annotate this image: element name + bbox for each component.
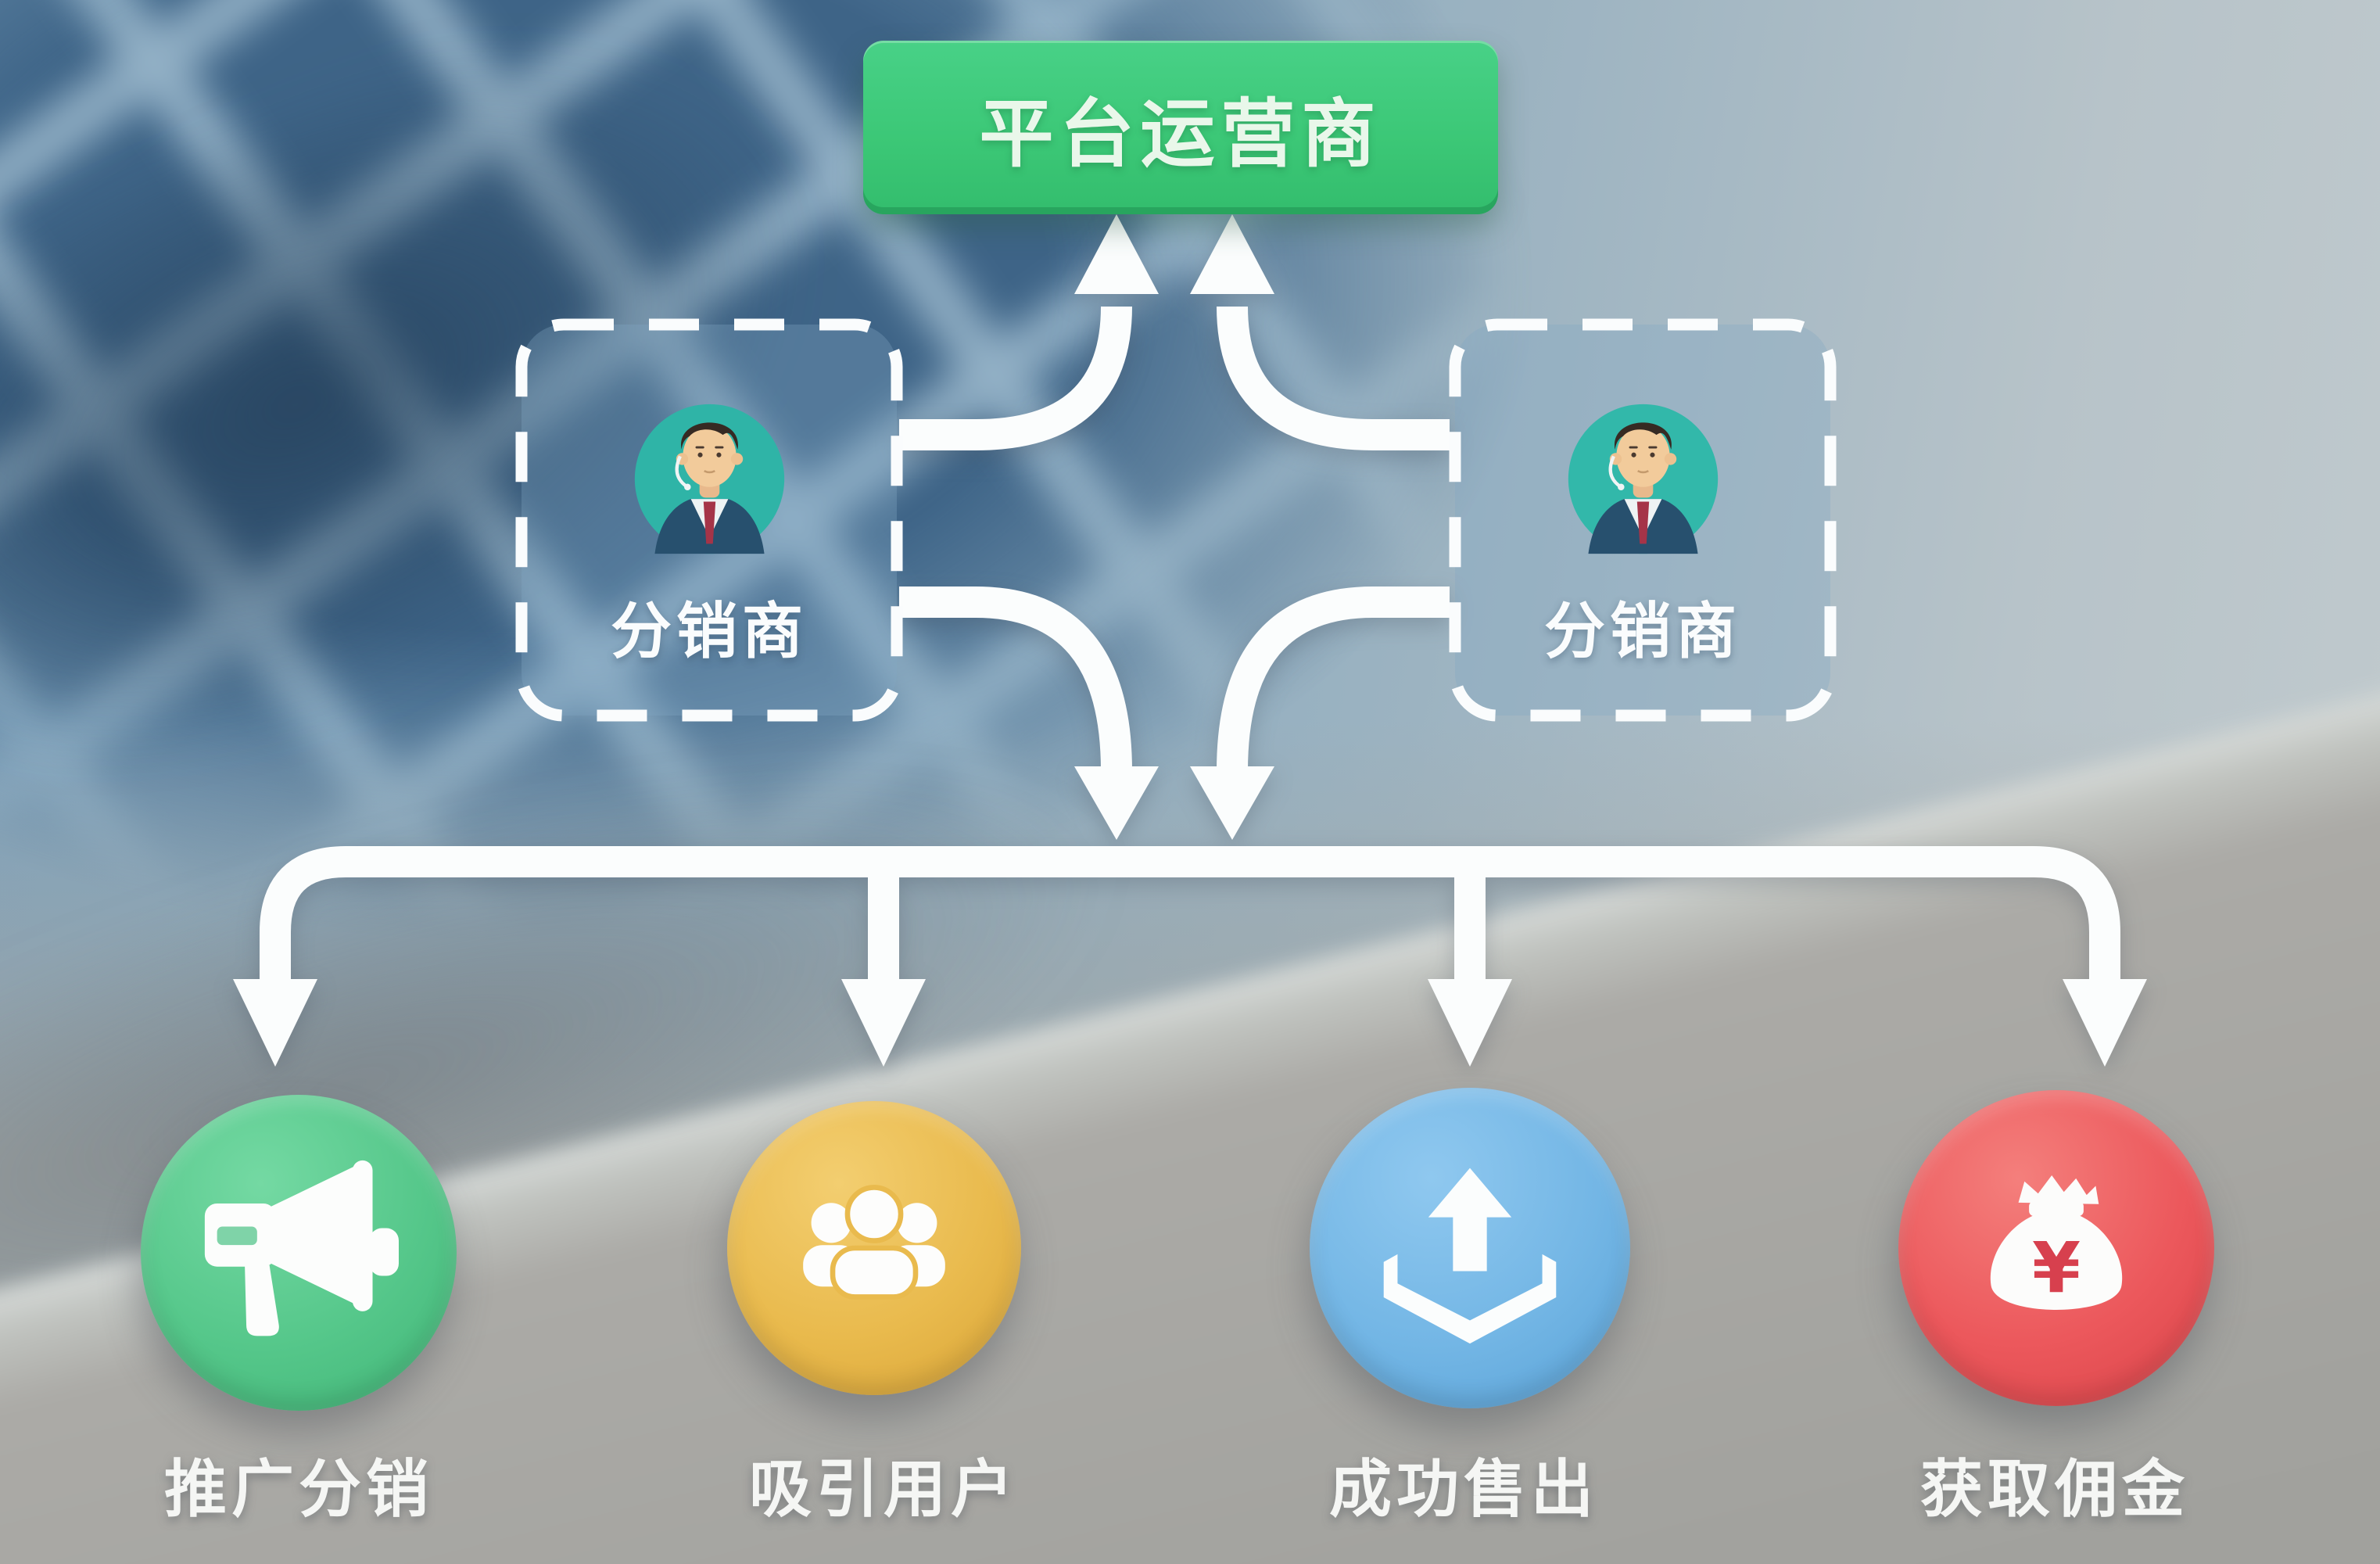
arrowhead-right-up bbox=[1190, 214, 1274, 294]
node-distributor-right: 分销商 bbox=[1448, 317, 1837, 723]
arrowhead-left-up bbox=[1074, 214, 1159, 294]
money-bag-icon: ¥ bbox=[1990, 1175, 2123, 1310]
distributor-label: 分销商 bbox=[1543, 597, 1741, 667]
arrow-left-down bbox=[899, 586, 1132, 772]
node-platform-operator: 平台运营商 bbox=[863, 41, 1498, 214]
arrowhead-branch-4 bbox=[2063, 979, 2147, 1067]
node-distributor-left: 分销商 bbox=[514, 317, 904, 723]
outcome-label-commission: 获取佣金 bbox=[1920, 1453, 2189, 1526]
arrowhead-branch-1 bbox=[233, 979, 317, 1067]
node-promote bbox=[141, 1095, 457, 1411]
platform-operator-label: 平台运营商 bbox=[979, 91, 1382, 178]
agent-avatar-icon bbox=[634, 404, 784, 554]
arrowhead-branch-3 bbox=[1428, 979, 1512, 1067]
svg-text:¥: ¥ bbox=[2032, 1228, 2081, 1309]
arrow-left-up bbox=[899, 306, 1132, 450]
megaphone-icon bbox=[204, 1160, 399, 1336]
node-attract bbox=[727, 1101, 1021, 1395]
outcome-label-sold: 成功售出 bbox=[1329, 1453, 1598, 1526]
outcome-label-promote: 推广分销 bbox=[164, 1453, 433, 1526]
agent-avatar-icon bbox=[1568, 404, 1718, 554]
users-icon bbox=[803, 1185, 945, 1300]
arrowhead-right-down bbox=[1190, 766, 1274, 840]
arrow-right-down bbox=[1217, 586, 1450, 772]
node-commission: ¥ bbox=[1898, 1090, 2214, 1406]
upload-icon bbox=[1383, 1168, 1557, 1344]
arrow-right-up bbox=[1217, 306, 1450, 450]
arrowhead-branch-2 bbox=[841, 979, 926, 1067]
distribution-line bbox=[260, 846, 2120, 985]
node-sold bbox=[1310, 1088, 1630, 1408]
outcome-label-attract: 吸引用户 bbox=[749, 1453, 1018, 1526]
distributor-label: 分销商 bbox=[610, 597, 808, 667]
arrowhead-left-down bbox=[1074, 766, 1159, 840]
